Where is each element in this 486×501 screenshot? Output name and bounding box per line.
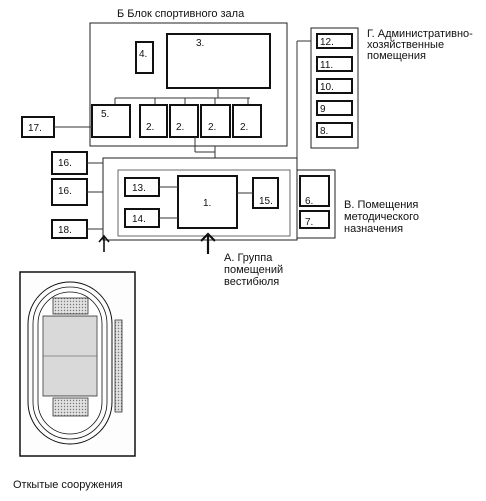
room-15 bbox=[252, 177, 279, 209]
room-6 bbox=[299, 175, 330, 207]
room-4-number: 4. bbox=[139, 49, 147, 60]
block-b-frame bbox=[89, 22, 288, 147]
room-10 bbox=[316, 78, 353, 94]
room-16-number: 16. bbox=[58, 158, 72, 169]
room-11-number: 11. bbox=[320, 60, 333, 71]
room-2 bbox=[232, 104, 262, 138]
room-2-number: 2. bbox=[208, 122, 216, 133]
room-5-number: 5. bbox=[101, 109, 109, 120]
room-2-number: 2. bbox=[146, 122, 154, 133]
block-v-label-line: назначения bbox=[344, 223, 403, 235]
sports-court bbox=[52, 297, 89, 315]
block-a-label-line: А. Группа bbox=[224, 252, 273, 264]
outdoor-label: Откытые сооружения bbox=[13, 479, 123, 491]
room-2 bbox=[139, 104, 168, 138]
block-v-frame bbox=[296, 169, 336, 239]
room-14-number: 14. bbox=[132, 214, 146, 225]
room-2 bbox=[169, 104, 199, 138]
room-4 bbox=[135, 41, 154, 74]
block-g-label-line: помещения bbox=[367, 50, 426, 62]
room-1 bbox=[177, 175, 238, 229]
room-7-number: 7. bbox=[305, 217, 313, 228]
block-a-inner bbox=[117, 169, 291, 237]
room-2-number: 2. bbox=[240, 122, 248, 133]
straight-track bbox=[114, 319, 123, 413]
room-16-number: 16. bbox=[58, 186, 72, 197]
running-track-mid bbox=[32, 286, 108, 440]
block-b-label: Б Блок спортивного зала bbox=[117, 8, 245, 20]
room-9 bbox=[316, 100, 353, 116]
room-1-number: 1. bbox=[203, 198, 211, 209]
block-g-label-line: Г. Административно- bbox=[367, 28, 473, 40]
sports-court bbox=[52, 397, 89, 417]
room-7 bbox=[299, 210, 330, 229]
room-2 bbox=[200, 104, 231, 138]
entrance-arrow-icon bbox=[200, 232, 216, 254]
block-g-label-line: хозяйственные bbox=[367, 39, 444, 51]
room-15-number: 15. bbox=[259, 196, 273, 207]
room-8-number: 8. bbox=[320, 126, 328, 137]
room-5 bbox=[91, 104, 131, 138]
room-12-number: 12. bbox=[320, 37, 334, 48]
room-3 bbox=[166, 33, 271, 89]
room-13-number: 13. bbox=[132, 183, 146, 194]
room-2-number: 2. bbox=[176, 122, 184, 133]
block-v-label-line: методического bbox=[344, 211, 419, 223]
block-v-label-line: В. Помещения bbox=[344, 199, 418, 211]
block-a-label-line: вестибюля bbox=[224, 276, 279, 288]
room-11 bbox=[316, 56, 353, 72]
running-track-outer bbox=[27, 281, 113, 445]
room-6-number: 6. bbox=[305, 196, 313, 207]
room-9-number: 9 bbox=[320, 104, 326, 115]
room-8 bbox=[316, 122, 353, 138]
block-a-label-line: помещений bbox=[224, 264, 283, 276]
entrance-arrow-icon bbox=[98, 234, 110, 252]
room-12 bbox=[316, 33, 353, 49]
room-17-number: 17. bbox=[28, 123, 42, 134]
room-18-number: 18. bbox=[58, 225, 72, 236]
block-g-frame bbox=[310, 27, 359, 149]
room-10-number: 10. bbox=[320, 82, 334, 93]
room-3-number: 3. bbox=[196, 38, 204, 49]
